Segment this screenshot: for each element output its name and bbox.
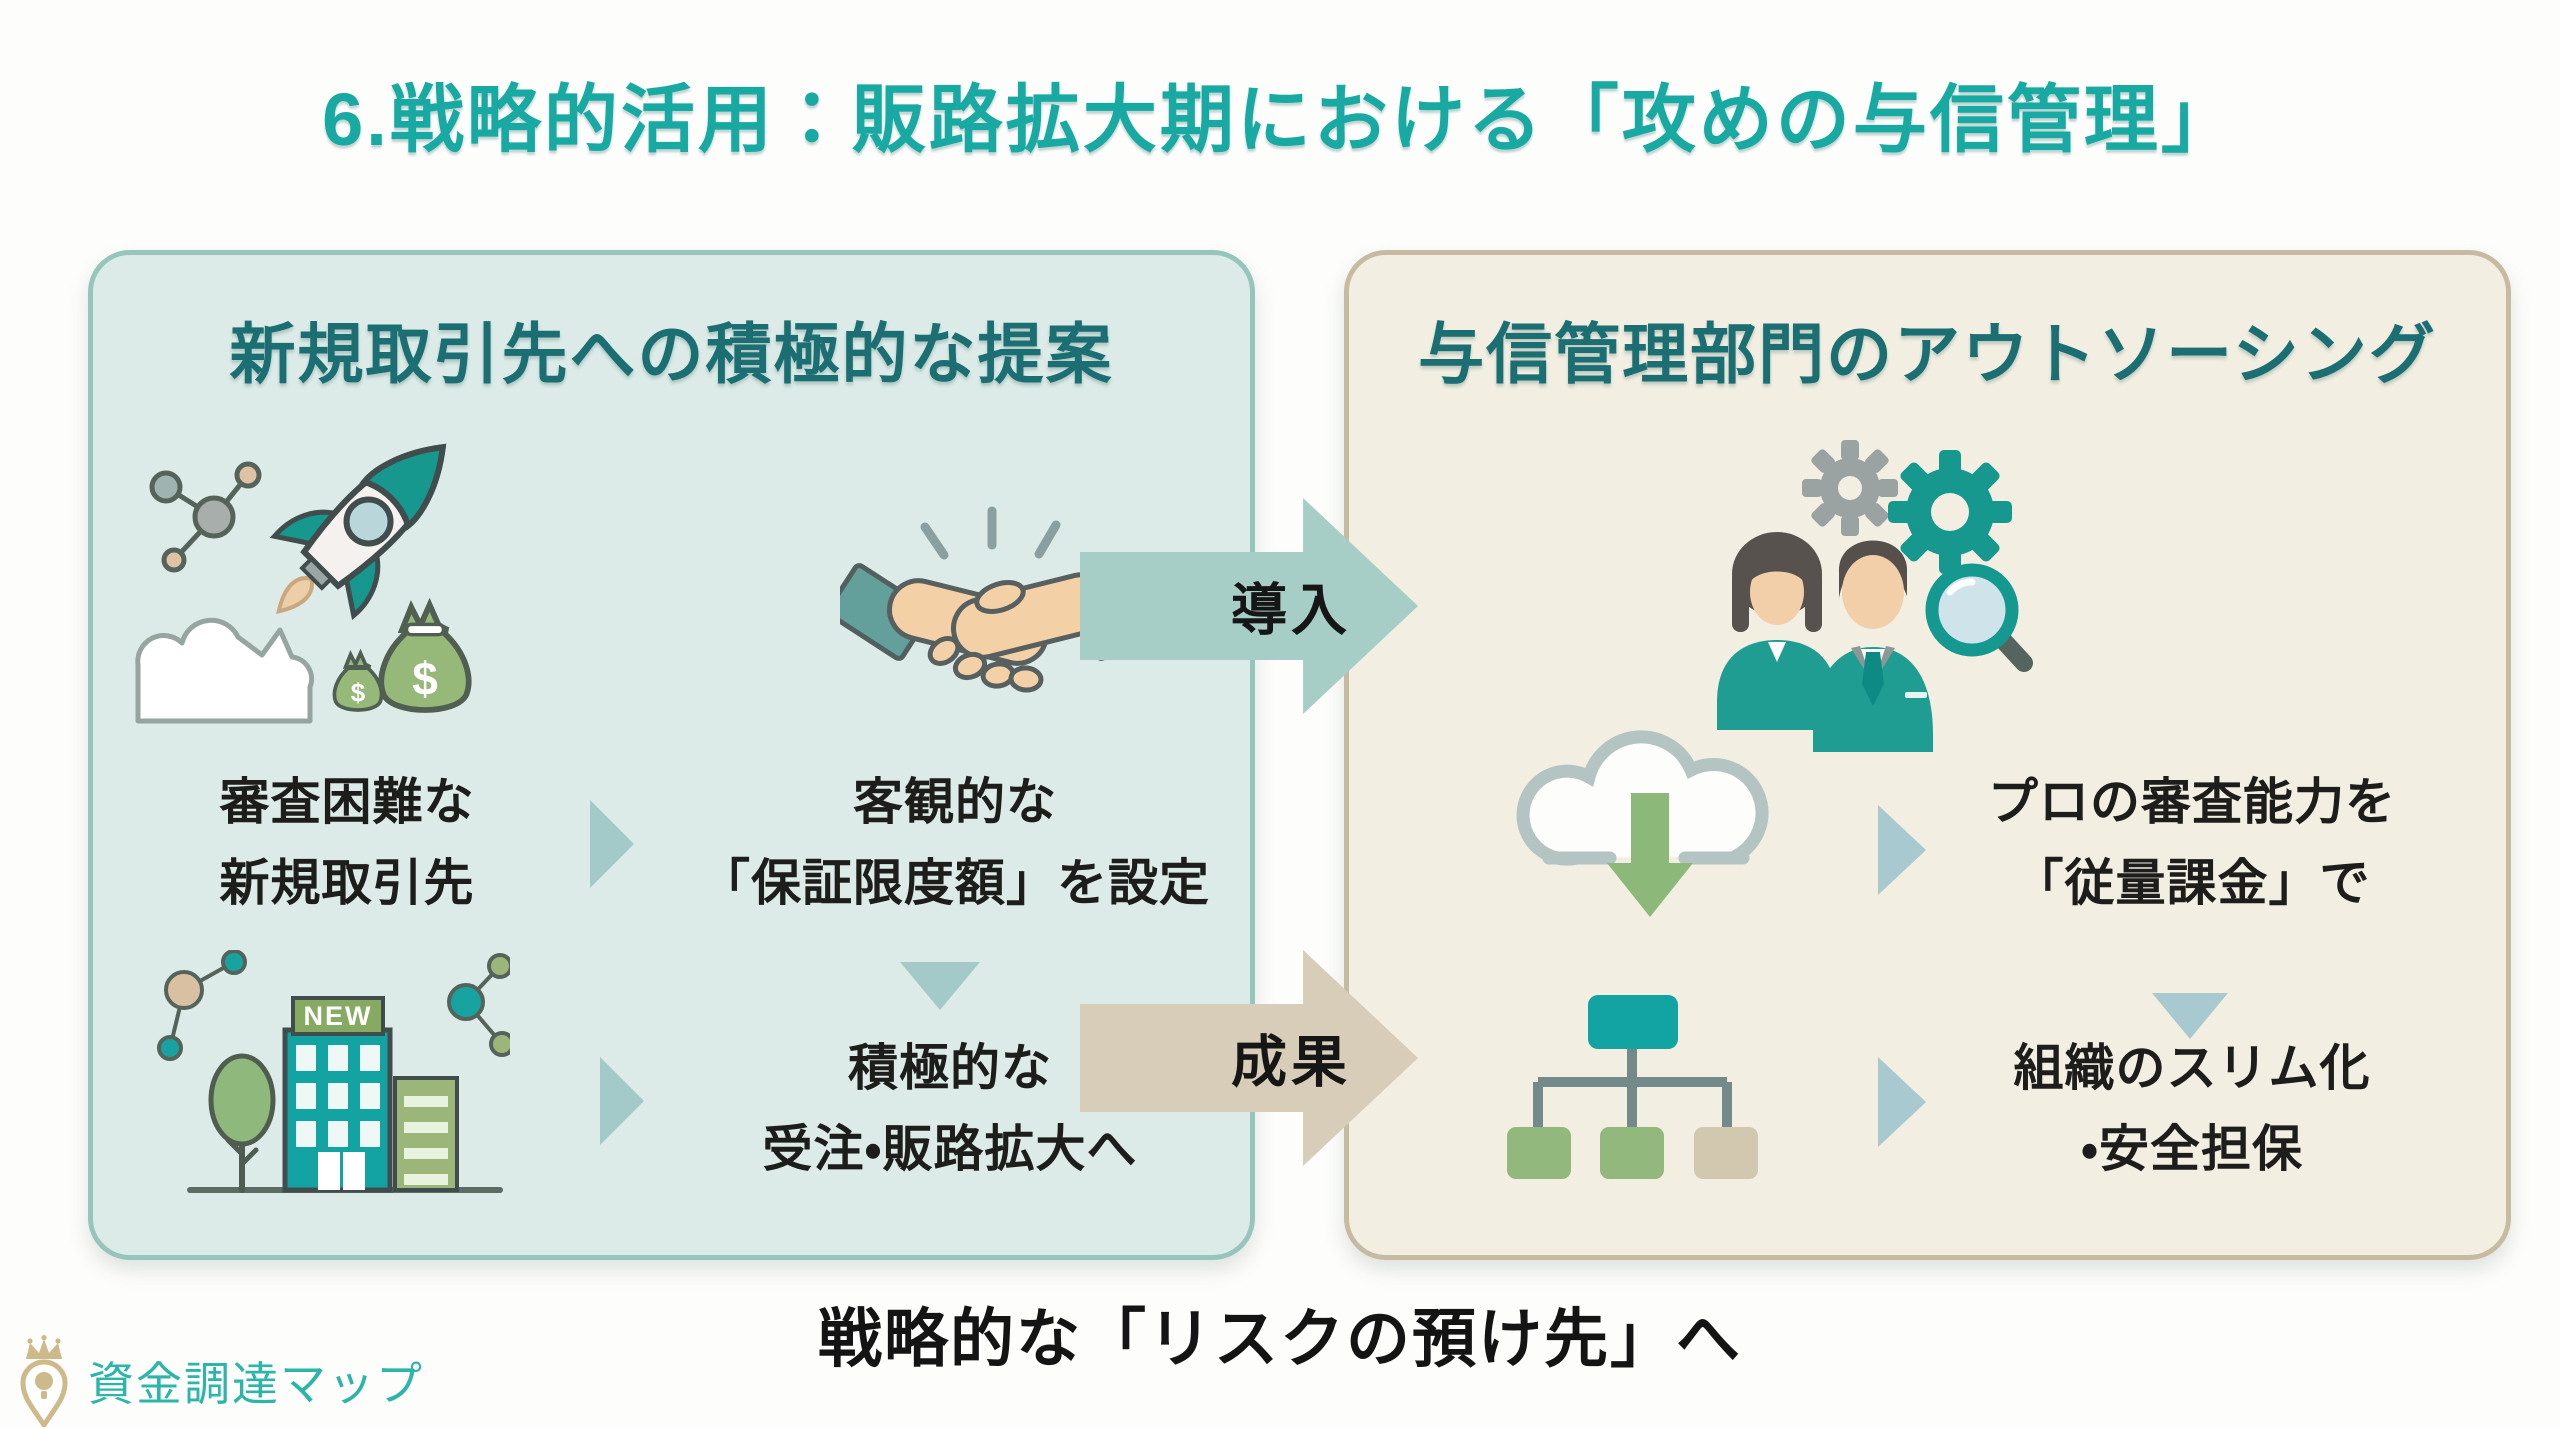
money-bag-icon: $ — [378, 597, 472, 713]
side-building — [393, 1076, 459, 1192]
difficult-clients-label: 審査困難な 新規取引先 — [219, 774, 475, 911]
gear-icon — [1888, 450, 2012, 574]
map-pin-crown-icon — [20, 1335, 68, 1427]
rocket — [269, 443, 447, 621]
woman-avatar — [1717, 532, 1837, 730]
new-sign-label: NEW — [304, 1001, 373, 1031]
right-panel: 与信管理部門のアウトソーシング — [1344, 250, 2511, 1260]
brand-logo: 資金調達マップ — [16, 1335, 424, 1427]
building-new-icon: NEW — [157, 950, 510, 1193]
dollar-symbol: $ — [412, 653, 438, 705]
rocket-launch-icon: $ $ — [135, 443, 472, 724]
right-panel-header: 与信管理部門のアウトソーシング — [1418, 317, 2437, 391]
molecule-icon — [149, 461, 262, 573]
left-panel: 新規取引先への積極的な提案 $ — [88, 250, 1255, 1260]
pro-screening-label: プロの審査能力を 「従量課金」で — [1988, 774, 2396, 911]
smoke-cloud — [135, 617, 315, 724]
flow-arrow-right-icon — [590, 800, 634, 888]
conclusion-text: 戦略的な「リスクの預け先」へ — [818, 1303, 1742, 1375]
money-bag-icon: $ — [332, 648, 384, 712]
tree-icon — [208, 1053, 276, 1193]
download-arrow — [1607, 793, 1693, 917]
spark-lines — [920, 506, 1061, 560]
molecule-icon — [447, 953, 510, 1057]
molecule-icon — [157, 950, 247, 1061]
gear-icon — [1802, 440, 1898, 536]
flow-arrow-down-icon — [900, 962, 980, 1010]
slim-org-label: 組織のスリム化 ・安全担保 — [2013, 1040, 2371, 1177]
result-arrow-label: 成果 — [1231, 1030, 1351, 1094]
windows — [296, 1045, 380, 1190]
page-title: 6.戦略的活用：販路拡大期における「攻めの与信管理」 — [322, 78, 2238, 161]
intro-arrow-label: 導入 — [1231, 578, 1351, 642]
cloud-download-icon — [1516, 730, 1769, 917]
dollar-symbol: $ — [351, 678, 366, 708]
org-chart-icon — [1507, 995, 1758, 1179]
man-avatar — [1813, 540, 1933, 752]
team-gears-search-icon — [1717, 440, 2033, 752]
sales-expansion-label: 積極的な 受注・販路拡大へ — [762, 1040, 1138, 1177]
new-sign — [291, 996, 385, 1036]
magnifier-icon — [1925, 563, 2033, 672]
brand-name: 資金調達マップ — [88, 1358, 424, 1410]
guarantee-limit-label: 客観的な 「保証限度額」を設定 — [700, 774, 1210, 911]
left-panel-header: 新規取引先への積極的な提案 — [229, 317, 1114, 391]
